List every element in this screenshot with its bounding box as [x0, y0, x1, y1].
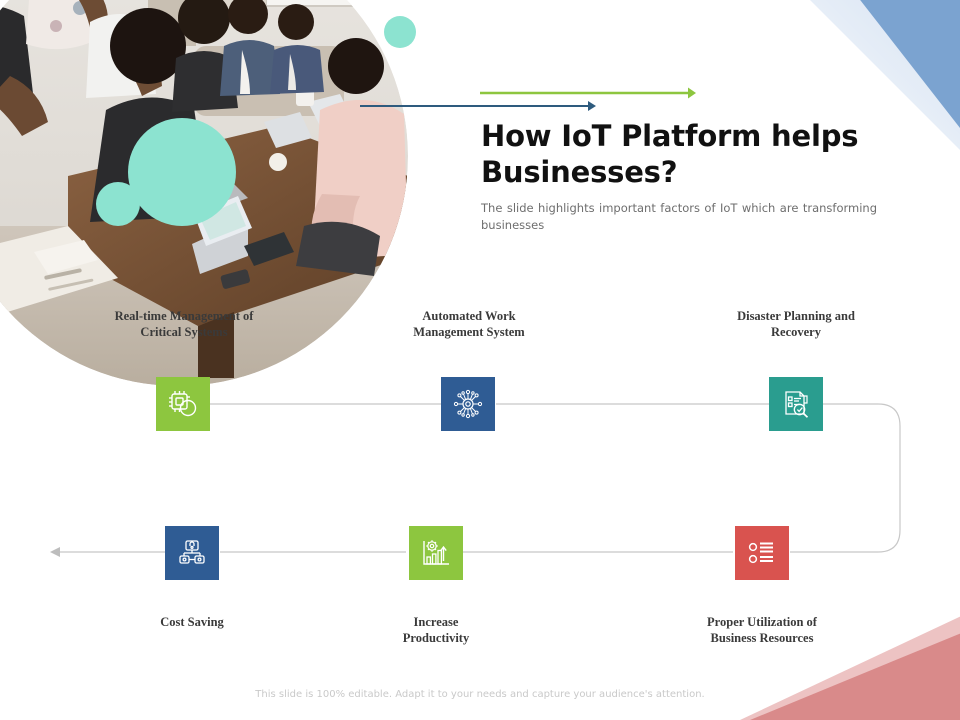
node-label-line-2: Recovery	[771, 325, 821, 339]
arrow-right-navy	[360, 101, 596, 111]
page-title: How IoT Platform helps Businesses?	[481, 118, 881, 190]
node-label-line-2: Productivity	[402, 631, 470, 645]
node-label-line-1: Increase	[413, 615, 459, 629]
node-label-line-2: Management System	[413, 325, 525, 339]
node-label-line-1: Disaster Planning and	[737, 309, 855, 323]
page-subtitle: The slide highlights important factors o…	[481, 201, 877, 232]
connector-loop-right	[790, 403, 901, 553]
teal-circle-medium-decoration	[96, 182, 140, 226]
node-label-proper-utilization: Proper Utilization of Business Resources	[678, 614, 846, 646]
node-label-line-2: Business Resources	[710, 631, 814, 645]
node-label-automated-work-management: Automated Work Management System	[385, 308, 553, 340]
node-label-line-2: Critical Systems	[140, 325, 228, 339]
teal-circle-small-decoration	[384, 16, 416, 48]
document-search-icon[interactable]	[769, 377, 823, 431]
page-title-line-1: How IoT Platform helps	[481, 119, 859, 153]
node-label-increase-productivity: Increase Productivity	[352, 614, 520, 646]
header-arrow-group	[360, 82, 720, 118]
title-block: How IoT Platform helps Businesses? The s…	[481, 118, 881, 234]
flow-connector-lines	[0, 290, 960, 600]
arrow-right-green	[480, 87, 696, 99]
microchip-icon[interactable]	[156, 377, 210, 431]
teal-circle-large-decoration	[128, 118, 236, 226]
node-label-line-1: Proper Utilization of	[707, 615, 817, 629]
footer-note: This slide is 100% editable. Adapt it to…	[255, 689, 705, 700]
node-label-line-1: Automated Work	[422, 309, 516, 323]
network-hub-icon[interactable]	[441, 377, 495, 431]
arrow-left-gray	[50, 547, 166, 557]
node-label-real-time-management: Real-time Management of Critical Systems	[100, 308, 268, 340]
node-label-disaster-planning-recovery: Disaster Planning and Recovery	[712, 308, 880, 340]
bullet-list-icon[interactable]	[735, 526, 789, 580]
page-title-line-2: Businesses?	[481, 155, 678, 189]
secure-lock-network-icon[interactable]	[165, 526, 219, 580]
node-label-cost-saving: Cost Saving	[108, 614, 276, 630]
node-label-line-1: Cost Saving	[160, 615, 224, 629]
node-label-line-1: Real-time Management of	[114, 309, 254, 323]
growth-chart-gear-icon[interactable]	[409, 526, 463, 580]
